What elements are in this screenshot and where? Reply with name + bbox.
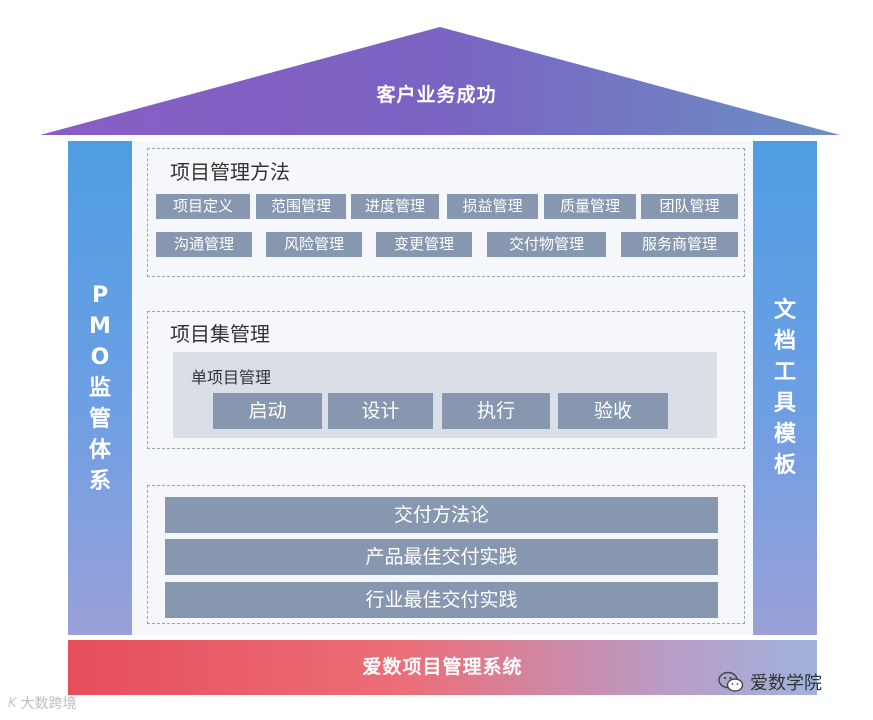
program-section-title: 项目集管理 bbox=[170, 322, 270, 346]
pillar-char: 档 bbox=[773, 329, 796, 354]
wechat-watermark: 爱数学院 bbox=[718, 670, 822, 694]
pillar-char: 文 bbox=[773, 298, 796, 323]
method-chip: 变更管理 bbox=[376, 232, 472, 257]
method-chip: 项目定义 bbox=[156, 194, 250, 219]
program-section bbox=[147, 311, 745, 449]
step-execute: 执行 bbox=[442, 393, 550, 429]
pillar-char: 体 bbox=[88, 437, 111, 463]
wechat-label: 爱数学院 bbox=[750, 673, 822, 694]
pillar-char: 模 bbox=[773, 422, 796, 447]
watermark-logo-icon: K bbox=[8, 695, 17, 711]
practice-bar: 行业最佳交付实践 bbox=[165, 582, 718, 618]
method-section bbox=[147, 148, 745, 277]
practice-section bbox=[147, 485, 745, 624]
step-accept: 验收 bbox=[558, 393, 668, 429]
pillar-char: 监 bbox=[88, 375, 111, 401]
step-design: 设计 bbox=[328, 393, 433, 429]
foundation-bar: 爱数项目管理系统 bbox=[68, 640, 817, 695]
practice-bar: 交付方法论 bbox=[165, 497, 718, 533]
pillar-char: P bbox=[91, 282, 109, 308]
method-chip: 交付物管理 bbox=[487, 232, 606, 257]
method-chip: 沟通管理 bbox=[156, 232, 252, 257]
pillar-char: 工 bbox=[773, 360, 796, 385]
method-chip: 团队管理 bbox=[641, 194, 738, 219]
source-watermark: K 大数跨境 bbox=[8, 693, 77, 713]
pillar-char: 系 bbox=[88, 468, 111, 494]
step-start: 启动 bbox=[213, 393, 322, 429]
wechat-icon bbox=[718, 671, 744, 692]
watermark-text: 大数跨境 bbox=[20, 696, 77, 712]
roof-title: 客户业务成功 bbox=[376, 84, 497, 106]
pillar-char: 板 bbox=[773, 453, 796, 478]
method-chip: 风险管理 bbox=[266, 232, 362, 257]
method-chip: 质量管理 bbox=[544, 194, 636, 219]
pillar-char: 具 bbox=[773, 391, 796, 416]
pillar-char: M bbox=[89, 313, 111, 339]
docs-pillar: 文 档 工 具 模 板 bbox=[753, 141, 817, 635]
pillar-char: O bbox=[90, 344, 110, 370]
practice-bar: 产品最佳交付实践 bbox=[165, 539, 718, 575]
single-project-title: 单项目管理 bbox=[191, 368, 272, 387]
method-chip: 范围管理 bbox=[256, 194, 346, 219]
method-chip: 进度管理 bbox=[351, 194, 439, 219]
method-section-title: 项目管理方法 bbox=[170, 160, 290, 184]
pmo-pillar: P M O 监 管 体 系 bbox=[68, 141, 132, 635]
method-chip: 服务商管理 bbox=[621, 232, 738, 257]
method-chip: 损益管理 bbox=[447, 194, 538, 219]
pillar-char: 管 bbox=[88, 406, 111, 432]
roof-triangle bbox=[40, 27, 840, 135]
